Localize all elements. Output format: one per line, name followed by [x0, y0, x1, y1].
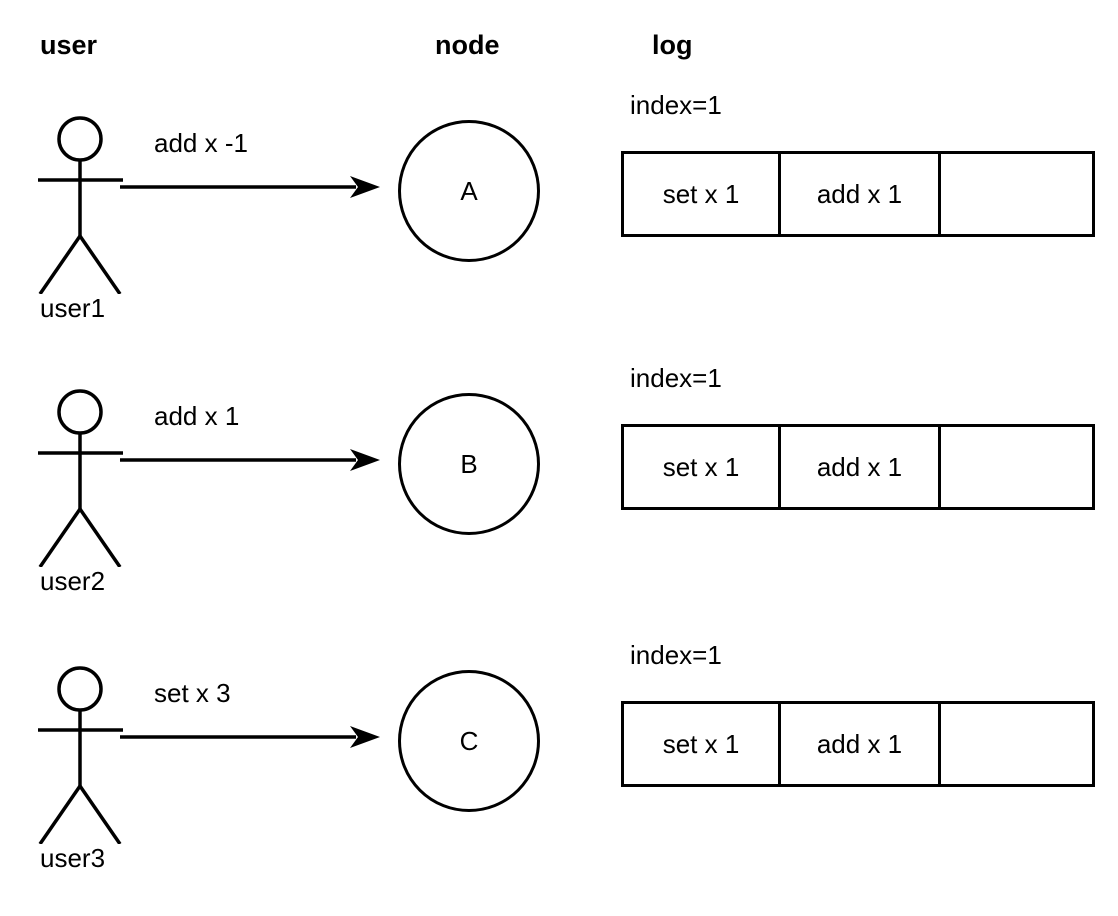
log-cell-empty	[941, 154, 1092, 234]
actor-label: user2	[40, 566, 106, 596]
log-cell: add x 1	[781, 154, 941, 234]
arrow-right-icon	[120, 449, 380, 471]
message-label: add x -1	[154, 128, 248, 158]
log-index-label: index=1	[630, 363, 722, 393]
stick-figure-icon	[38, 116, 123, 294]
log-cell-empty	[941, 704, 1092, 784]
diagram-row: user2 add x 1 B index=1 set x 1 add x 1	[0, 353, 1118, 631]
node-circle: A	[398, 120, 540, 262]
node-letter: B	[460, 449, 478, 479]
node-circle: C	[398, 670, 540, 812]
node-letter: C	[459, 726, 479, 756]
arrow-right-icon	[120, 176, 380, 198]
log-index-label: index=1	[630, 640, 722, 670]
node-letter: A	[460, 176, 478, 206]
column-header-log: log	[652, 30, 693, 60]
message-label: set x 3	[154, 678, 231, 708]
actor-label: user1	[40, 293, 106, 323]
stick-figure-icon	[38, 666, 123, 844]
diagram-row: user3 set x 3 C index=1 set x 1 add x 1	[0, 630, 1118, 908]
log-table: set x 1 add x 1	[621, 424, 1095, 510]
actor-label: user3	[40, 843, 106, 873]
log-table: set x 1 add x 1	[621, 151, 1095, 237]
log-table: set x 1 add x 1	[621, 701, 1095, 787]
diagram-row: user1 add x -1 A index=1 set x 1 add x 1	[0, 80, 1118, 358]
column-header-node: node	[435, 30, 500, 60]
message-label: add x 1	[154, 401, 240, 431]
log-cell: add x 1	[781, 704, 941, 784]
log-cell: set x 1	[624, 154, 781, 234]
stick-figure-icon	[38, 389, 123, 567]
log-cell: set x 1	[624, 427, 781, 507]
log-cell-empty	[941, 427, 1092, 507]
log-index-label: index=1	[630, 90, 722, 120]
log-cell: add x 1	[781, 427, 941, 507]
arrow-right-icon	[120, 726, 380, 748]
log-cell: set x 1	[624, 704, 781, 784]
column-header-user: user	[40, 30, 98, 60]
node-circle: B	[398, 393, 540, 535]
